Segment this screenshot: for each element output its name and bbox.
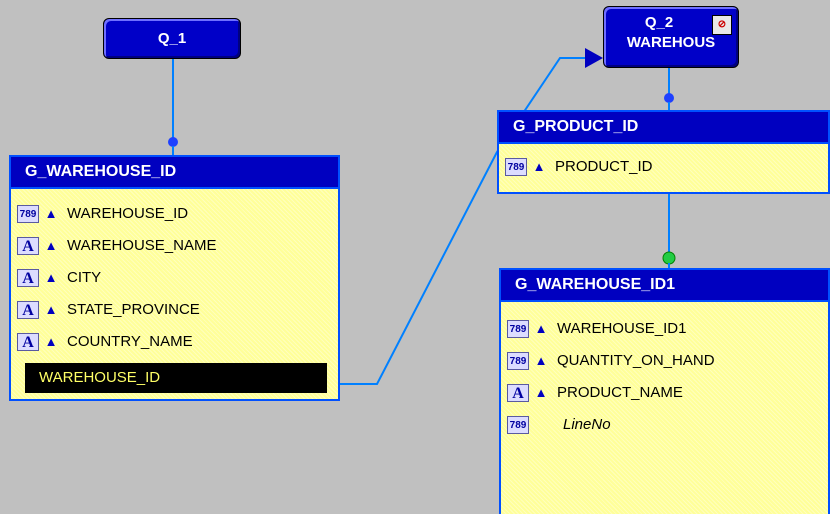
connector-dot-green (662, 251, 676, 265)
up-arrow-icon: ▲ (534, 385, 548, 401)
selected-data-item[interactable]: WAREHOUSE_ID (25, 363, 327, 393)
item-label: WAREHOUSE_ID (67, 205, 189, 223)
data-item-row[interactable]: A ▲ STATE_PROVINCE (17, 297, 200, 323)
number-type-icon: 789 (507, 416, 529, 435)
sql-query-icon[interactable]: ⊘ (712, 15, 732, 35)
data-item-row[interactable]: 789 ▲ WAREHOUSE_ID1 (507, 316, 686, 342)
item-label: PRODUCT_ID (555, 158, 653, 176)
query-q2-sublabel: WAREHOUS (626, 34, 716, 51)
item-label: PRODUCT_NAME (557, 384, 683, 402)
query-q1-label: Q_1 (157, 30, 187, 47)
up-arrow-icon: ▲ (44, 302, 58, 318)
connector-dot (168, 137, 178, 147)
data-item-row[interactable]: 789 ▲ WAREHOUSE_ID (17, 201, 188, 227)
character-type-icon: A (17, 333, 39, 352)
number-type-icon: 789 (17, 205, 39, 224)
data-item-row[interactable]: A ▲ COUNTRY_NAME (17, 329, 193, 355)
up-arrow-icon: ▲ (44, 206, 58, 222)
up-arrow-icon: ▲ (44, 270, 58, 286)
character-type-icon: A (17, 237, 39, 256)
data-item-row[interactable]: A ▲ CITY (17, 265, 101, 291)
connector-dot (664, 93, 674, 103)
item-label: COUNTRY_NAME (67, 333, 193, 351)
data-item-row[interactable]: 789 ▲ PRODUCT_ID (505, 154, 653, 180)
up-arrow-icon: ▲ (44, 238, 58, 254)
item-label: LineNo (563, 416, 611, 434)
up-arrow-icon: ▲ (534, 321, 548, 337)
group-title[interactable]: G_WAREHOUSE_ID (11, 157, 338, 189)
data-item-row[interactable]: 789 ▲ QUANTITY_ON_HAND (507, 348, 715, 374)
group-warehouse-id[interactable]: G_WAREHOUSE_ID 789 ▲ WAREHOUSE_ID A ▲ WAREHO… (9, 155, 340, 401)
character-type-icon: A (17, 301, 39, 320)
item-label: WAREHOUSE_ID1 (557, 320, 687, 338)
query-q2[interactable]: Q_2 WAREHOUS ⊘ (603, 6, 739, 68)
item-label: WAREHOUSE_NAME (67, 237, 217, 255)
group-title[interactable]: G_WAREHOUSE_ID1 (501, 270, 828, 302)
character-type-icon: A (507, 384, 529, 403)
up-arrow-icon: ▲ (44, 334, 58, 350)
data-item-row[interactable]: 789 LineNo (507, 412, 611, 438)
data-item-row[interactable]: A ▲ WAREHOUSE_NAME (17, 233, 216, 259)
item-label: QUANTITY_ON_HAND (557, 352, 715, 370)
group-title[interactable]: G_PRODUCT_ID (499, 112, 828, 144)
item-label: CITY (67, 269, 102, 287)
character-type-icon: A (17, 269, 39, 288)
number-type-icon: 789 (505, 158, 527, 177)
number-type-icon: 789 (507, 352, 529, 371)
number-type-icon: 789 (507, 320, 529, 339)
link-arrowhead (585, 48, 603, 68)
query-q1[interactable]: Q_1 (103, 18, 241, 59)
up-arrow-icon: ▲ (534, 353, 548, 369)
group-product-id[interactable]: G_PRODUCT_ID 789 ▲ PRODUCT_ID (497, 110, 830, 194)
data-item-row[interactable]: A ▲ PRODUCT_NAME (507, 380, 683, 406)
up-arrow-icon: ▲ (532, 159, 546, 175)
query-q2-label: Q_2 (644, 14, 674, 31)
group-warehouse-id1[interactable]: G_WAREHOUSE_ID1 789 ▲ WAREHOUSE_ID1 789 ▲ QU… (499, 268, 830, 514)
item-label: STATE_PROVINCE (67, 301, 200, 319)
